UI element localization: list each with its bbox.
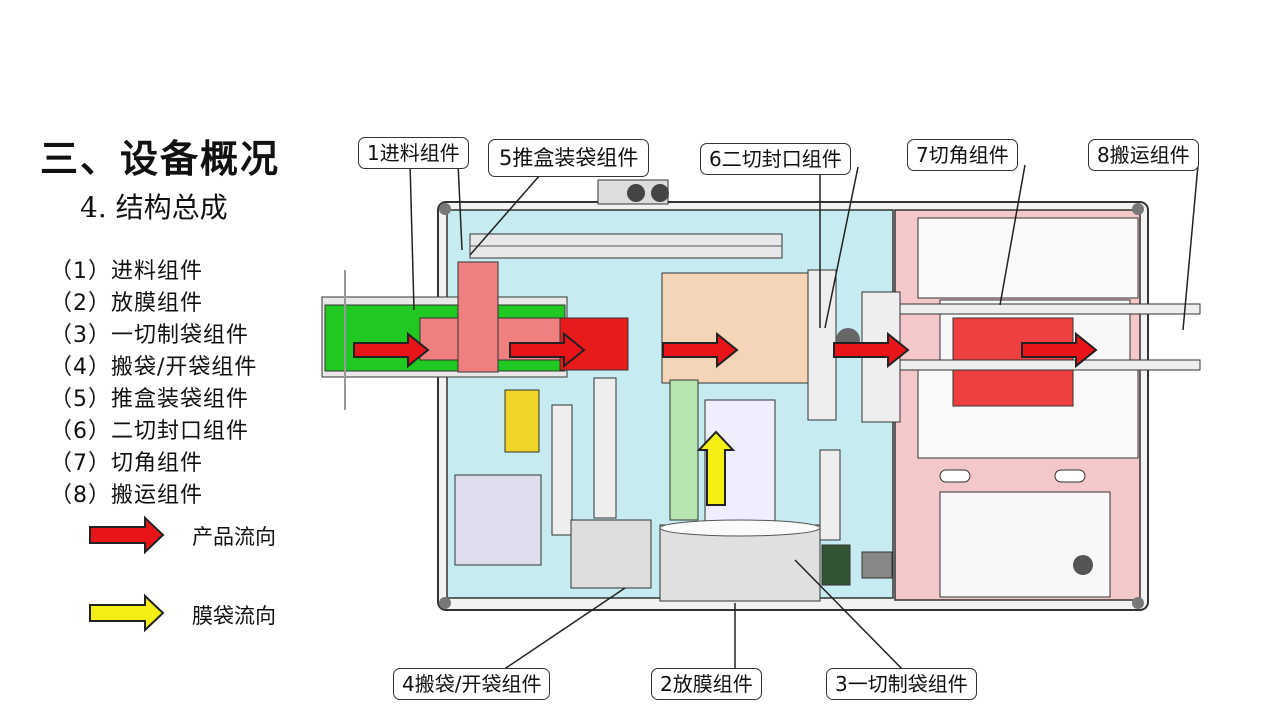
- callout-corner-cut: 7切角组件: [907, 139, 1018, 171]
- list-item: （7）切角组件: [50, 451, 203, 476]
- legend-film-label: 膜袋流向: [192, 604, 276, 628]
- callout-push-bag: 5推盒装袋组件: [488, 139, 650, 177]
- callout-leaders: [409, 162, 1199, 673]
- callout-film: 2放膜组件: [651, 668, 762, 700]
- callout-bag-open: 4搬袋/开袋组件: [393, 668, 551, 700]
- list-item: （5）推盒装袋组件: [50, 387, 249, 412]
- callout-first-cut: 3一切制袋组件: [826, 668, 977, 700]
- page-title: 三、设备概况: [40, 136, 281, 181]
- product-flow-arrows: [353, 331, 1098, 369]
- top-rail: [469, 233, 783, 259]
- corner-cut-section: [899, 217, 1201, 598]
- component-list: （1）进料组件 （2）放膜组件 （3）一切制袋组件 （4）搬袋/开袋组件 （5）…: [50, 256, 257, 512]
- callout-feed: 1进料组件: [358, 137, 469, 169]
- page-subtitle: 4. 结构总成: [80, 191, 228, 224]
- film-flow-arrow: [696, 430, 736, 506]
- legend-product-arrow: [89, 515, 165, 555]
- callout-second-cut: 6二切封口组件: [700, 143, 851, 175]
- list-item: （8）搬运组件: [50, 483, 203, 508]
- list-item: （6）二切封口组件: [50, 419, 249, 444]
- legend-product-label: 产品流向: [192, 525, 276, 549]
- list-item: （4）搬袋/开袋组件: [50, 355, 258, 380]
- list-item: （2）放膜组件: [50, 291, 203, 316]
- list-item: （3）一切制袋组件: [50, 323, 249, 348]
- infeed-conveyor: [321, 261, 568, 410]
- list-item: （1）进料组件: [50, 259, 203, 284]
- legend-film-arrow: [89, 593, 165, 633]
- callout-transport: 8搬运组件: [1088, 139, 1199, 171]
